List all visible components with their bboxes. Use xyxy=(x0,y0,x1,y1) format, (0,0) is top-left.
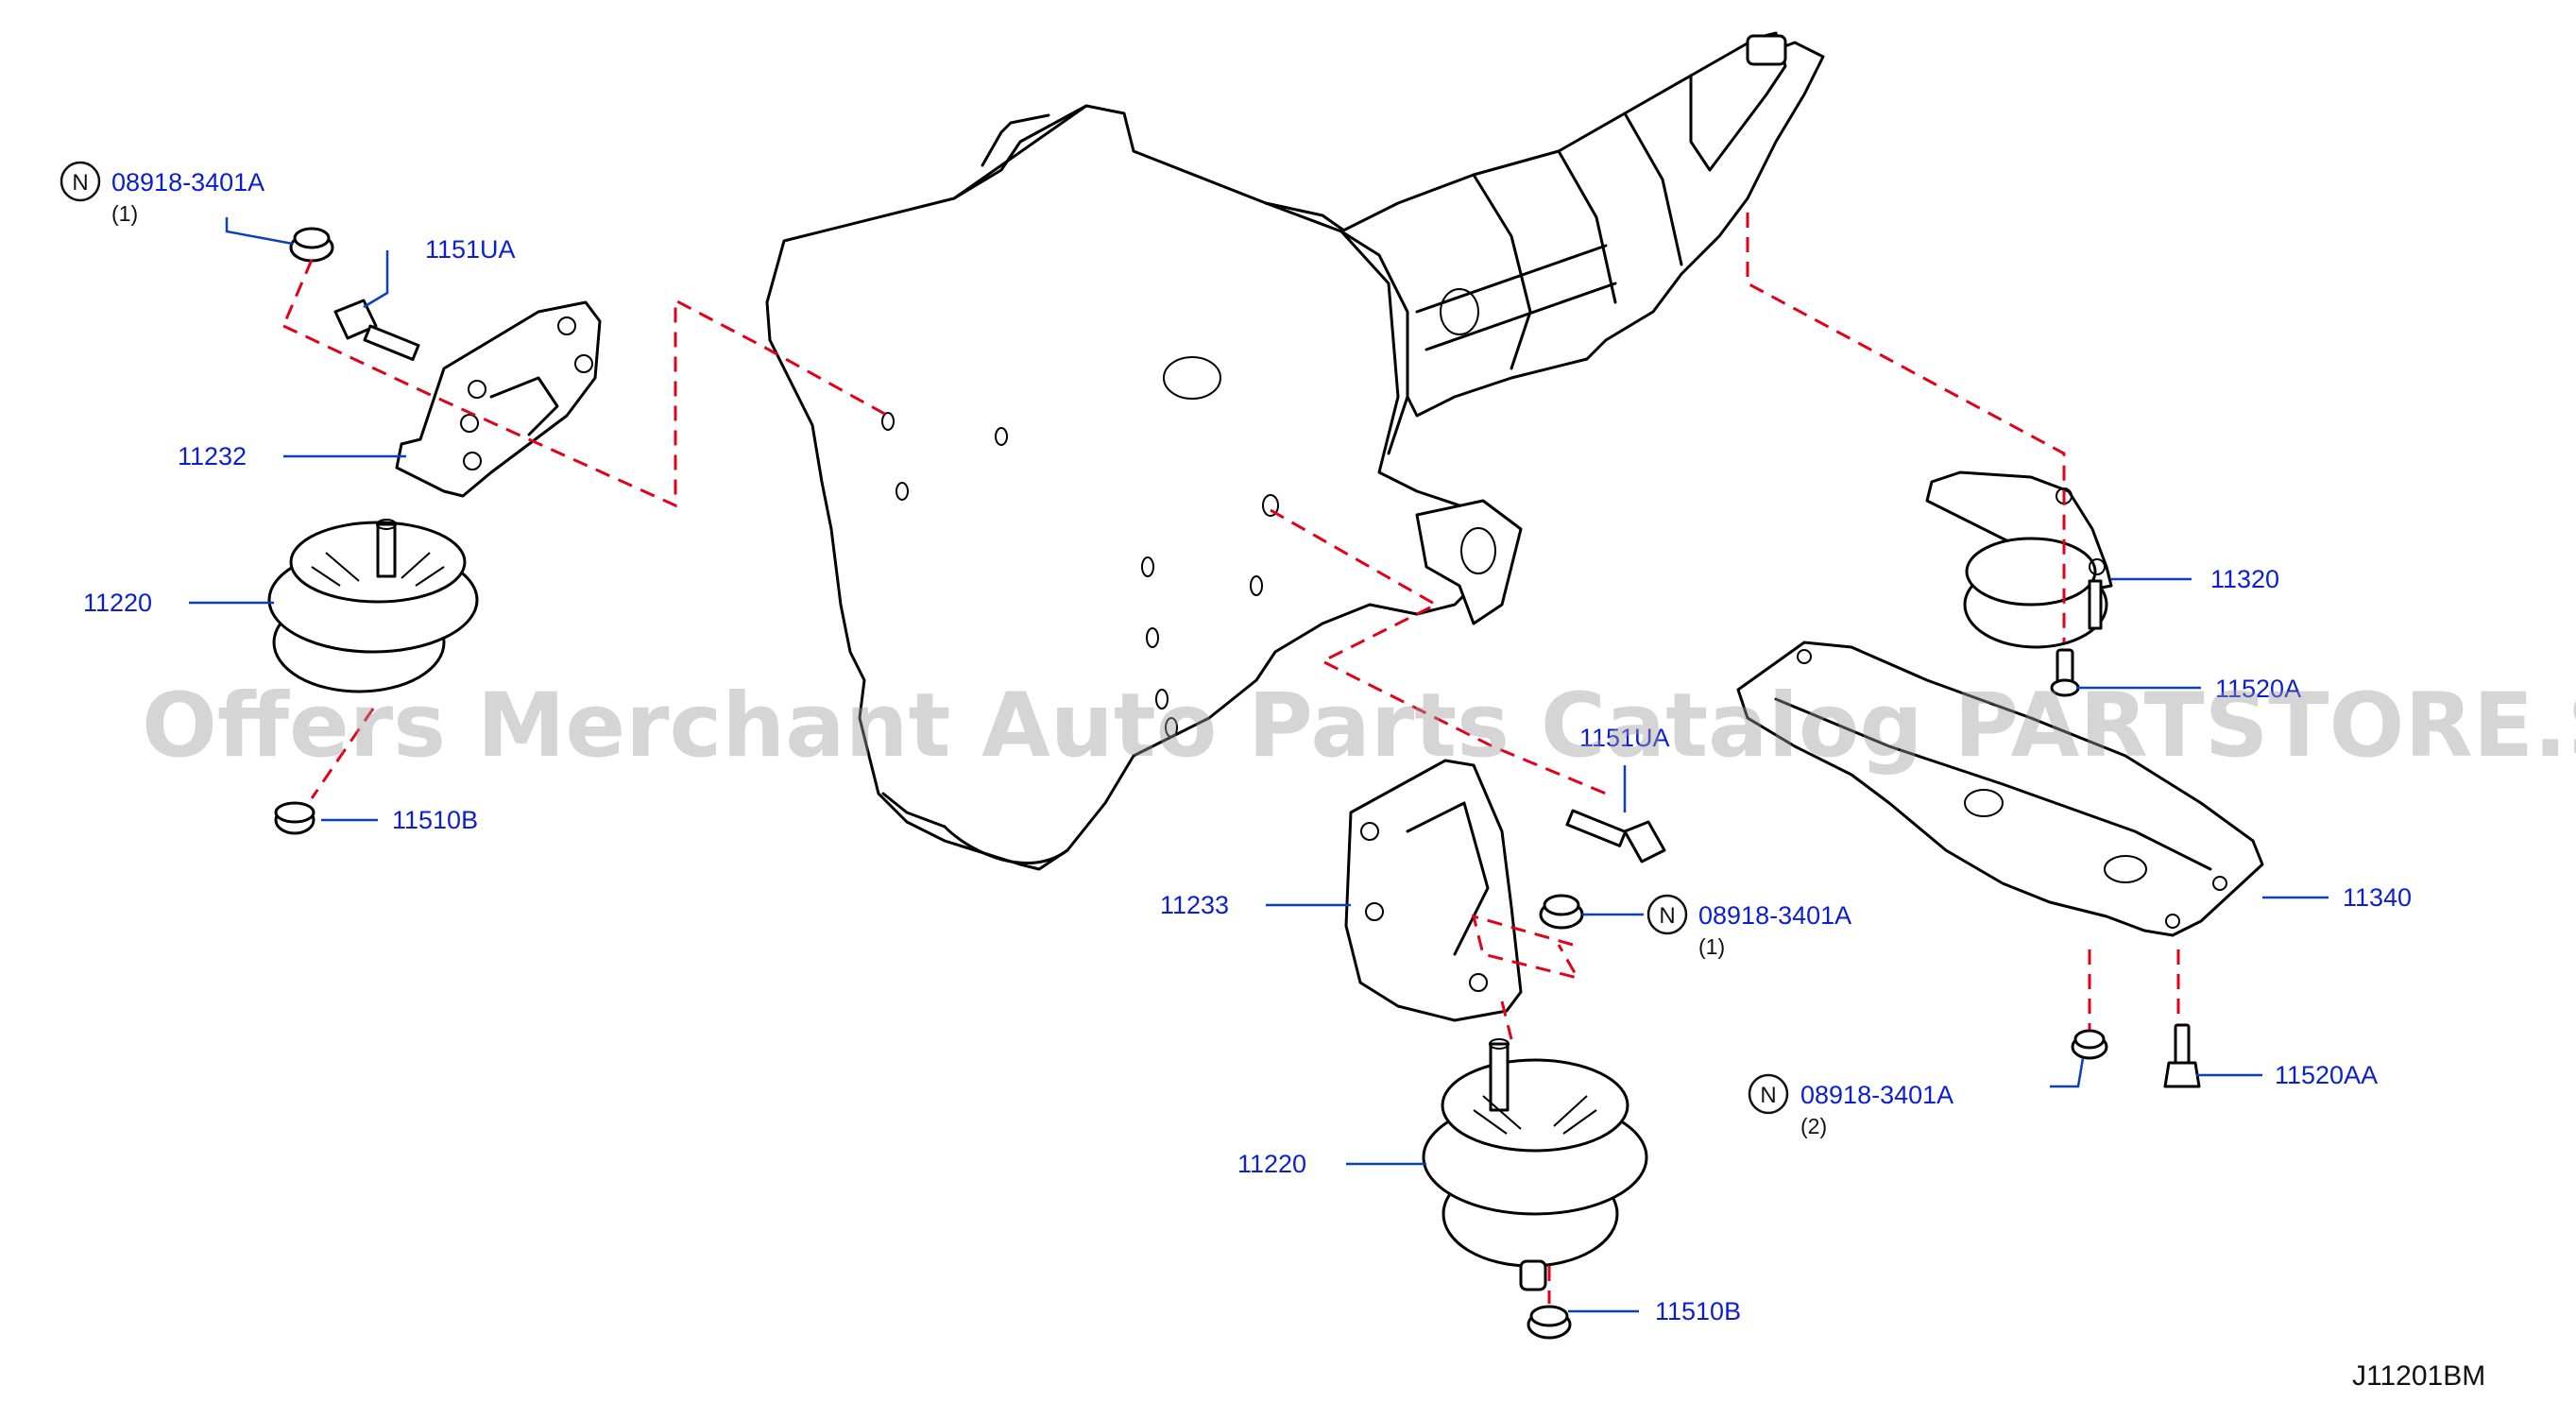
rear-mount-insulator xyxy=(1925,470,2113,649)
nut-11510b-right xyxy=(1527,1305,1572,1340)
callout-bolt-top-left: 1151UA xyxy=(425,235,516,264)
nut-08918-3401a-center xyxy=(1539,894,1584,930)
callout-bracket-left: 11232 xyxy=(178,442,247,470)
note-letter-top-left: N xyxy=(72,170,88,196)
bolt-1151ua-top-left xyxy=(333,299,420,361)
rear-crossmember xyxy=(1736,641,2264,937)
qty-nut-rear: (2) xyxy=(1800,1114,1827,1138)
label-nut-top-left: N 08918-3401A (1) xyxy=(60,161,264,226)
label-nut-center: N 08918-3401A (1) xyxy=(1646,894,1851,959)
nut-11510b-left xyxy=(274,801,316,835)
engine-transmission-assembly xyxy=(765,31,1825,871)
callout-crossmember: 11340 xyxy=(2343,883,2412,912)
engine-mount-insulator-right xyxy=(1422,1038,1648,1291)
callout-rear-insulator: 11320 xyxy=(2210,565,2279,593)
callout-leaders xyxy=(189,217,2329,1313)
qty-nut-top-left: (1) xyxy=(111,201,138,226)
engine-mount-insulator-left xyxy=(267,519,479,693)
note-circle-top-left xyxy=(60,161,101,202)
watermark-text: Offers Merchant Auto Parts Catalog PARTS… xyxy=(142,675,2576,778)
engine-mount-bracket-left xyxy=(395,300,602,498)
note-circle-center xyxy=(1646,894,1688,935)
note-circle-rear xyxy=(1748,1073,1789,1115)
nut-08918-3401a-top-left xyxy=(289,227,334,263)
assembly-guide-lines xyxy=(281,213,2180,1304)
bolt-1151ua-center xyxy=(1565,809,1666,863)
callout-nut-rear: 08918-3401A xyxy=(1800,1081,1953,1109)
callout-bolt-center: 1151UA xyxy=(1579,724,1670,752)
nut-08918-3401a-rear xyxy=(2071,1029,2108,1060)
callout-insulator-right: 11220 xyxy=(1237,1150,1306,1178)
callout-nut-top-left: 08918-3401A xyxy=(111,168,264,197)
callout-rear-stud: 11520A xyxy=(2215,675,2301,703)
label-nut-rear: N 08918-3401A (2) xyxy=(1748,1073,1953,1138)
callout-insulator-left: 11220 xyxy=(83,589,152,617)
diagram-code: J11201BM xyxy=(2352,1360,2485,1392)
callout-nut-center: 08918-3401A xyxy=(1698,901,1851,930)
bolt-11520aa xyxy=(2163,1023,2201,1088)
callout-bracket-right: 11233 xyxy=(1160,891,1229,919)
qty-nut-center: (1) xyxy=(1698,934,1725,959)
engine-mount-bracket-right xyxy=(1344,759,1523,1022)
callout-bolt-rear: 11520AA xyxy=(2275,1061,2378,1089)
note-letter-center: N xyxy=(1659,903,1675,929)
callout-nut-left-bottom: 11510B xyxy=(392,806,478,834)
note-letter-rear: N xyxy=(1760,1083,1776,1108)
callout-nut-right-bottom: 11510B xyxy=(1655,1297,1741,1325)
